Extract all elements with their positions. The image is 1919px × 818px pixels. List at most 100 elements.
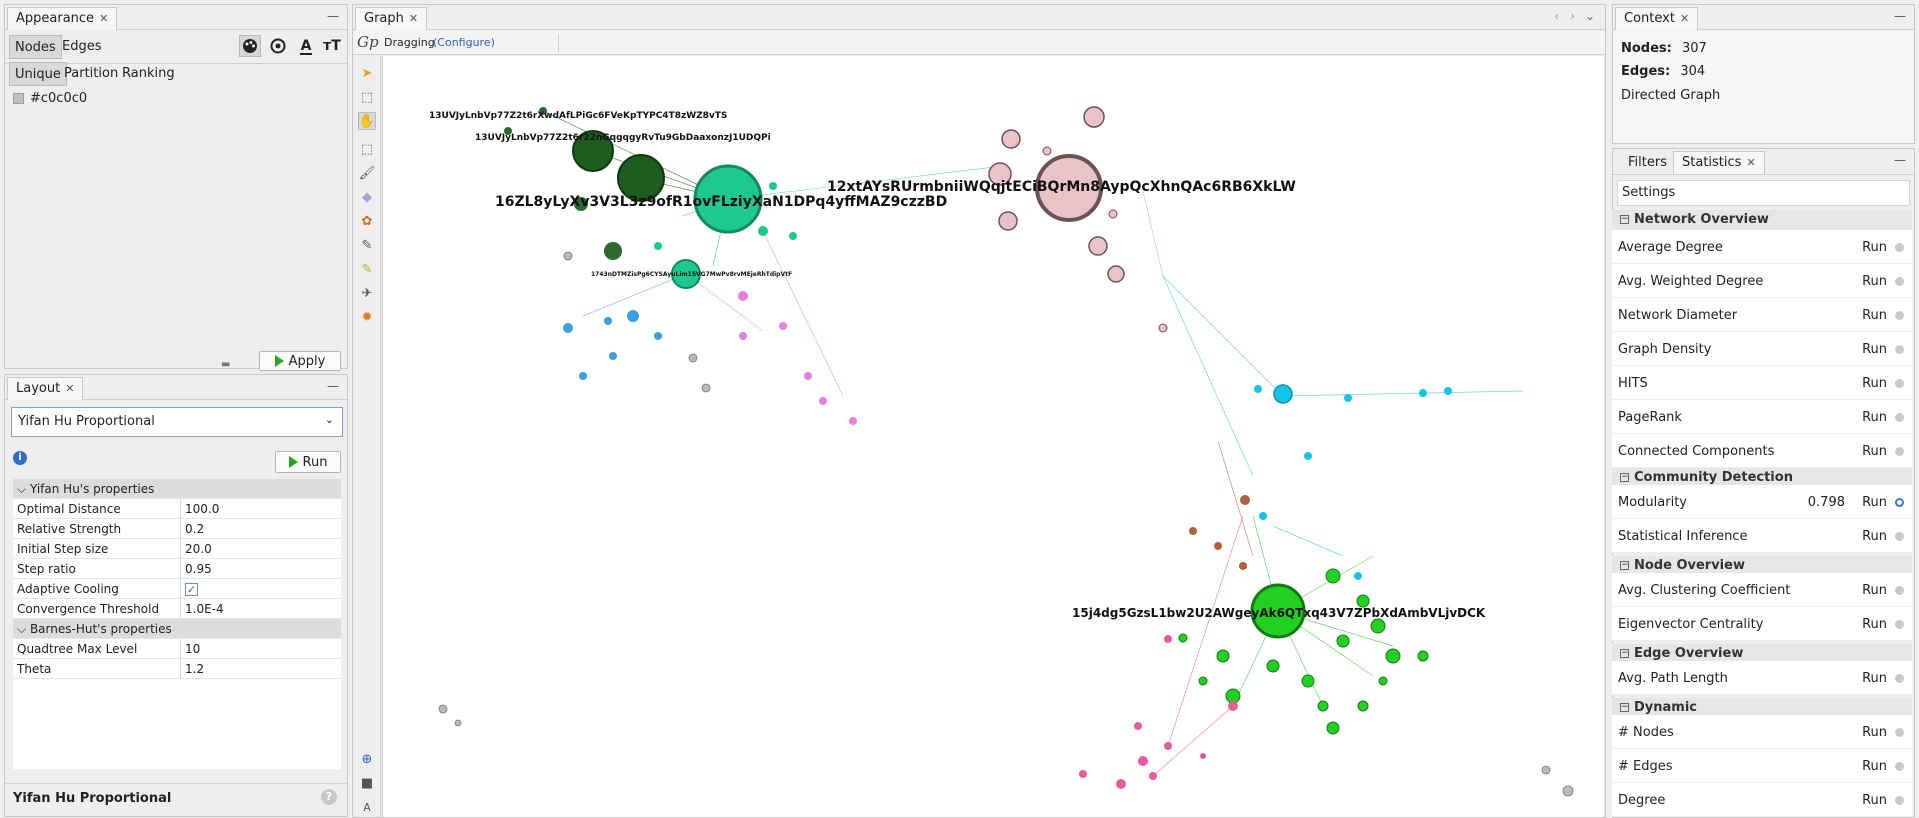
size-icon[interactable] xyxy=(267,35,289,57)
minimize-icon[interactable]: — xyxy=(327,379,339,393)
info-dot-icon[interactable] xyxy=(1895,277,1904,286)
direct-select-icon[interactable]: ⬚ xyxy=(360,141,374,157)
graph-node[interactable] xyxy=(627,310,639,322)
run-button[interactable]: Run xyxy=(1862,342,1887,357)
info-dot-icon[interactable] xyxy=(1895,379,1904,388)
graph-node[interactable] xyxy=(1356,594,1370,608)
graph-node[interactable] xyxy=(988,162,1012,186)
run-button[interactable]: Run xyxy=(1862,495,1887,510)
info-dot-icon[interactable] xyxy=(1895,586,1904,595)
graph-node[interactable] xyxy=(654,332,662,340)
run-button[interactable]: Run xyxy=(1862,583,1887,598)
graph-node[interactable] xyxy=(1444,387,1452,395)
palette-icon[interactable] xyxy=(239,35,261,57)
color-swatch[interactable] xyxy=(13,93,24,104)
property-value[interactable]: 1.2 xyxy=(185,662,205,676)
edge-pencil-icon[interactable]: ✎ xyxy=(361,261,373,277)
tab-nodes[interactable]: Nodes xyxy=(9,35,62,59)
unique-color-row[interactable]: #c0c0c0 xyxy=(13,91,87,106)
tab-graph[interactable]: Graph✕ xyxy=(355,7,428,30)
graph-node[interactable] xyxy=(1354,572,1362,580)
graph-node[interactable] xyxy=(693,164,763,234)
pencil-icon[interactable]: ✎ xyxy=(361,237,373,253)
section-yifan-hu[interactable]: ⌵ Yifan Hu's properties xyxy=(13,479,341,499)
graph-node[interactable] xyxy=(454,719,462,727)
info-dot-icon[interactable] xyxy=(1895,447,1904,456)
graph-node[interactable] xyxy=(1344,394,1352,402)
layout-algorithm-select[interactable]: Yifan Hu Proportional ⌄ xyxy=(11,407,343,437)
graph-node[interactable] xyxy=(998,211,1018,231)
run-button[interactable]: Run xyxy=(1862,617,1887,632)
graph-node[interactable] xyxy=(1301,674,1315,688)
run-button[interactable]: Run xyxy=(1862,308,1887,323)
graph-node[interactable] xyxy=(849,417,857,425)
tab-edges[interactable]: Edges xyxy=(62,39,102,54)
section-barnes-hut[interactable]: ⌵ Barnes-Hut's properties xyxy=(13,619,341,639)
graph-canvas[interactable]: 13UVJyLnbVp77Z2t6rXwdAfLPiGc6FVeKpTYPC4T… xyxy=(382,56,1604,817)
tab-ranking[interactable]: Ranking xyxy=(122,66,175,81)
info-dot-icon[interactable] xyxy=(1895,532,1904,541)
graph-node[interactable] xyxy=(1250,583,1306,639)
airplane-icon[interactable]: ✈ xyxy=(361,285,373,301)
property-value[interactable]: 1.0E-4 xyxy=(185,602,224,616)
run-button[interactable]: Run xyxy=(1862,274,1887,289)
graph-node[interactable] xyxy=(1042,146,1052,156)
close-icon[interactable]: ✕ xyxy=(65,382,75,395)
graph-node[interactable] xyxy=(1198,676,1208,686)
graph-node[interactable] xyxy=(1158,323,1168,333)
graph-node[interactable] xyxy=(1083,106,1105,128)
brush-icon[interactable]: 🖌 xyxy=(358,165,376,181)
rectangle-select-icon[interactable]: ⬚ xyxy=(360,89,374,105)
graph-node[interactable] xyxy=(1254,385,1262,393)
label-color-icon[interactable]: A xyxy=(300,38,312,55)
tab-partition[interactable]: Partition xyxy=(64,66,119,81)
graph-node[interactable] xyxy=(1419,389,1427,397)
graph-node[interactable] xyxy=(758,226,768,236)
graph-node[interactable] xyxy=(574,197,588,211)
graph-node[interactable] xyxy=(1116,779,1126,789)
graph-node[interactable] xyxy=(671,259,701,289)
run-button[interactable]: Run xyxy=(1862,529,1887,544)
graph-node[interactable] xyxy=(1134,722,1142,730)
section-edge-overview[interactable]: −Edge Overview xyxy=(1612,644,1912,664)
graph-node[interactable] xyxy=(1266,659,1280,673)
run-button[interactable]: Run xyxy=(1862,240,1887,255)
run-button[interactable]: Run xyxy=(1862,410,1887,425)
chevron-down-icon[interactable]: ⌄ xyxy=(1584,9,1595,23)
settings-label[interactable]: Settings xyxy=(1617,180,1910,206)
tab-statistics[interactable]: Statistics✕ xyxy=(1673,151,1765,174)
property-value[interactable]: 10 xyxy=(185,642,201,656)
graph-node[interactable] xyxy=(1079,770,1087,778)
close-icon[interactable]: ✕ xyxy=(1679,12,1690,25)
help-icon[interactable]: ? xyxy=(321,789,337,805)
property-value[interactable]: 0.95 xyxy=(185,562,212,576)
section-network-overview[interactable]: −Network Overview xyxy=(1612,210,1912,230)
drag-hand-icon[interactable]: ✋ xyxy=(358,112,376,130)
graph-node[interactable] xyxy=(1239,562,1247,570)
graph-node[interactable] xyxy=(1108,209,1118,219)
graph-node[interactable] xyxy=(701,383,711,393)
minimize-icon[interactable]: — xyxy=(1894,153,1906,167)
graph-node[interactable] xyxy=(1370,618,1386,634)
graph-node[interactable] xyxy=(1317,700,1329,712)
close-icon[interactable]: ✕ xyxy=(99,12,109,25)
info-dot-icon[interactable] xyxy=(1895,762,1904,771)
graph-node[interactable] xyxy=(1562,785,1574,797)
run-button[interactable]: Run xyxy=(1862,759,1887,774)
run-button[interactable]: Run xyxy=(1862,376,1887,391)
graph-node[interactable] xyxy=(1107,265,1125,283)
info-dot-icon[interactable] xyxy=(1895,243,1904,252)
graph-node[interactable] xyxy=(504,127,512,135)
color-picker-icon[interactable]: ✿ xyxy=(361,213,373,229)
graph-node[interactable] xyxy=(1001,129,1021,149)
info-dot-icon[interactable] xyxy=(1895,413,1904,422)
graph-node[interactable] xyxy=(617,154,665,202)
graph-node[interactable] xyxy=(654,242,662,250)
diamond-icon[interactable]: ◆ xyxy=(362,189,372,205)
tab-context[interactable]: Context✕ xyxy=(1615,7,1699,30)
run-button[interactable]: Run xyxy=(1862,671,1887,686)
